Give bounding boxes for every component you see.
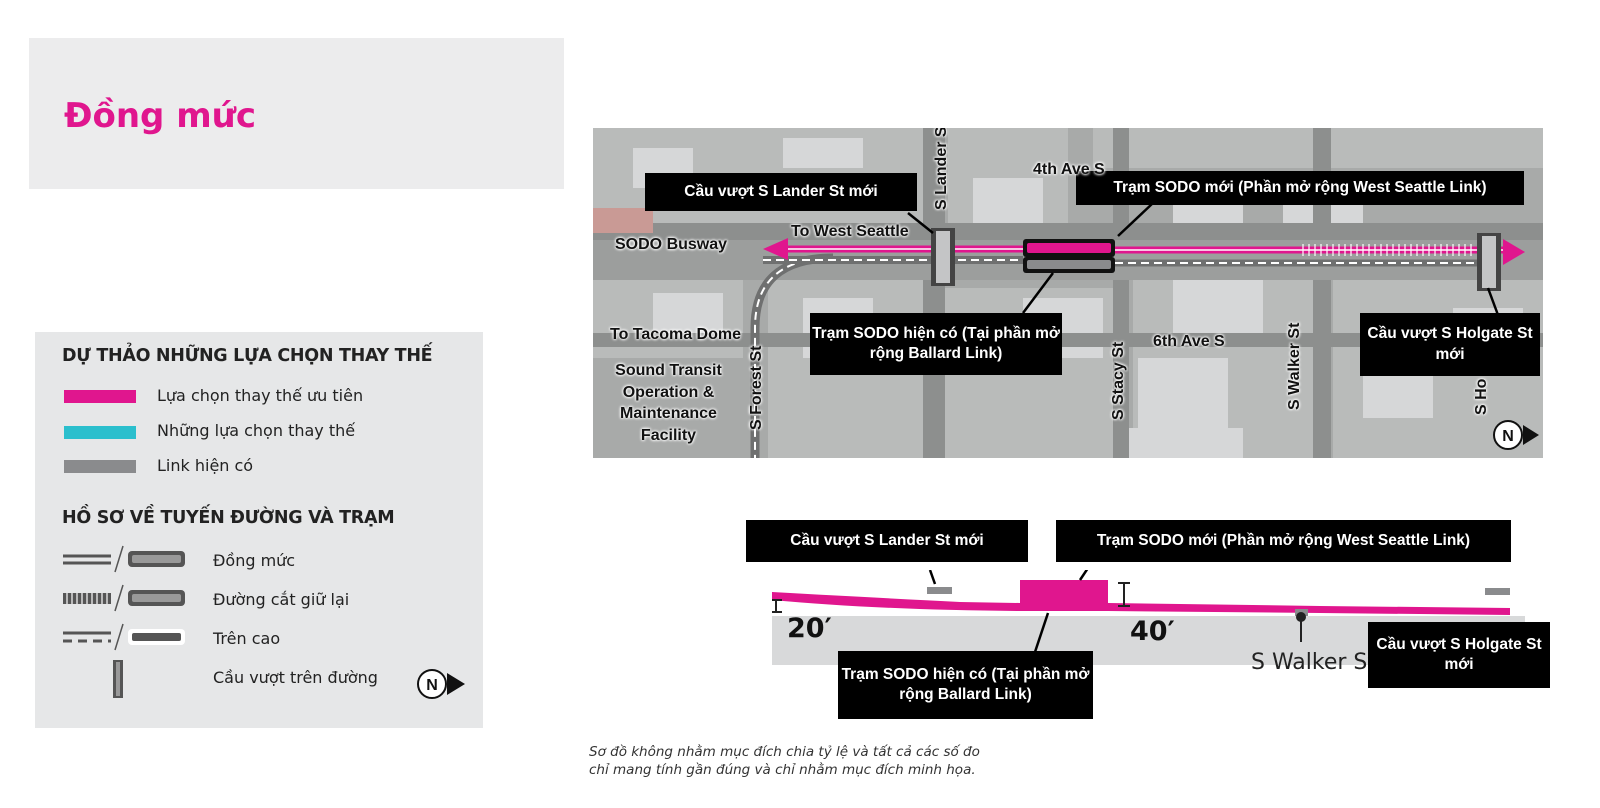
label-sodo-busway: SODO Busway [615,236,728,253]
legend-profile-symbols [63,545,185,698]
profile-track-preferred [772,580,1510,615]
label-s-stacy-st: S Stacy St [1110,341,1127,420]
disclaimer-line-1: Sơ đồ không nhằm mục đích chia tỷ lệ và … [589,744,980,760]
holgate-overpass [1482,236,1496,288]
legend-label-retained-cut: Đường cắt giữ lại [213,590,350,609]
existing-sodo-station-platform [1027,260,1111,269]
retained-cut-symbol [63,584,185,612]
legend-heading-alternatives: DỰ THẢO NHỮNG LỰA CHỌN THAY THẾ [62,346,433,366]
profile-depth-marker-left [772,599,782,613]
north-arrow-letter: N [426,677,438,694]
new-sodo-station-platform [1027,243,1111,253]
overpass-symbol [113,660,123,698]
disclaimer-note: Sơ đồ không nhằm mục đích chia tỷ lệ và … [589,744,980,779]
title-panel [29,38,564,189]
aerial-map: N Cầu vượt S Lander St mới Trạm SODO mới… [593,128,1543,458]
north-arrow-icon: N [417,669,465,699]
profile-walker-pin [1296,612,1306,622]
map-north-letter: N [1502,428,1514,445]
legend-heading-profile: HỒ SƠ VỀ TUYẾN ĐƯỜNG VÀ TRẠM [62,508,395,528]
label-4th-ave: 4th Ave S [1033,161,1105,178]
legend-label-alternatives: Những lựa chọn thay thế [157,421,356,440]
map-callout-existing-sodo-station: Trạm SODO hiện có (Tại phần mở rộng Ball… [810,313,1062,375]
map-north-arrow-icon: N [1493,420,1539,450]
legend-label-existing: Link hiện có [157,456,254,475]
map-callout-new-sodo-station: Trạm SODO mới (Phần mở rộng West Seattle… [1076,171,1524,205]
page-title: Đồng mức [64,96,257,136]
legend-label-elevated: Trên cao [213,629,281,648]
profile-callout-holgate-overpass: Cầu vượt S Holgate St mới [1368,622,1550,688]
profile-label-s-walker-st: S Walker St [1251,650,1377,675]
profile-callout-lander-overpass: Cầu vượt S Lander St mới [746,520,1028,562]
legend-swatch-existing [64,460,136,473]
label-6th-ave: 6th Ave S [1153,333,1225,350]
label-to-west-seattle: To West Seattle [791,223,909,240]
arrow-west-seattle [763,238,788,260]
profile-depth-40: 40′ [1130,616,1175,647]
profile-callout-existing-sodo-station: Trạm SODO hiện có (Tại phần mở rộng Ball… [838,651,1093,719]
label-s-lander-st: S Lander St [933,128,950,210]
profile-callout-new-sodo-station: Trạm SODO mới (Phần mở rộng West Seattle… [1056,520,1511,562]
legend-swatch-alternatives [64,426,136,439]
arrow-east [1503,239,1525,265]
lander-overpass [936,231,950,283]
elevated-symbol [63,623,185,651]
profile-depth-20: 20′ [787,613,832,644]
legend-swatch-preferred [64,390,136,403]
legend-label-overpass: Cầu vượt trên đường [213,668,378,687]
label-s-holgate-st: S Ho [1473,378,1490,415]
label-to-tacoma-dome: To Tacoma Dome [610,326,741,343]
profile-lander-overpass [927,587,952,594]
profile-holgate-overpass [1485,588,1510,595]
legend-label-preferred: Lựa chọn thay thế ưu tiên [157,386,364,405]
profile-depth-marker-right [1118,582,1130,607]
label-s-forest-st: S Forest St [748,345,765,430]
map-callout-lander-overpass: Cầu vượt S Lander St mới [645,173,917,211]
legend-panel: DỰ THẢO NHỮNG LỰA CHỌN THAY THẾ Lựa chọn… [35,332,483,728]
disclaimer-line-2: chỉ mang tính gần đúng và chỉ nhằm mục đ… [589,761,976,778]
map-callout-holgate-overpass: Cầu vượt S Holgate St mới [1360,313,1540,376]
label-maintenance-facility: Sound Transit Operation & Maintenance Fa… [615,362,722,444]
at-grade-symbol [63,545,185,573]
legend-label-at-grade: Đồng mức [213,551,296,570]
label-s-walker-st: S Walker St [1286,322,1303,410]
